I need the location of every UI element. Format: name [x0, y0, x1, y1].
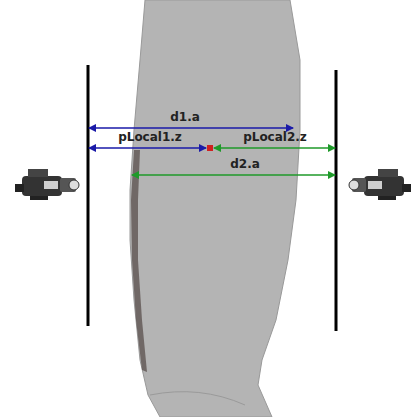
leg-shadow	[131, 150, 147, 372]
dimension-line	[89, 147, 206, 149]
dimension-line	[89, 127, 293, 129]
plane-line	[335, 70, 338, 331]
dimension-label: pLocal2.z	[242, 130, 308, 144]
leg-silhouette	[130, 0, 300, 417]
dimension-label: d2.a	[229, 157, 261, 171]
center-point	[207, 145, 213, 151]
dimension-label: d1.a	[169, 110, 201, 124]
camera-icon	[349, 169, 411, 200]
dimension-line	[214, 147, 335, 149]
leg-knee	[150, 392, 245, 405]
camera-icon	[15, 169, 79, 200]
plane-line	[87, 65, 90, 326]
dimension-label: pLocal1.z	[117, 130, 183, 144]
dimension-line	[132, 174, 335, 176]
